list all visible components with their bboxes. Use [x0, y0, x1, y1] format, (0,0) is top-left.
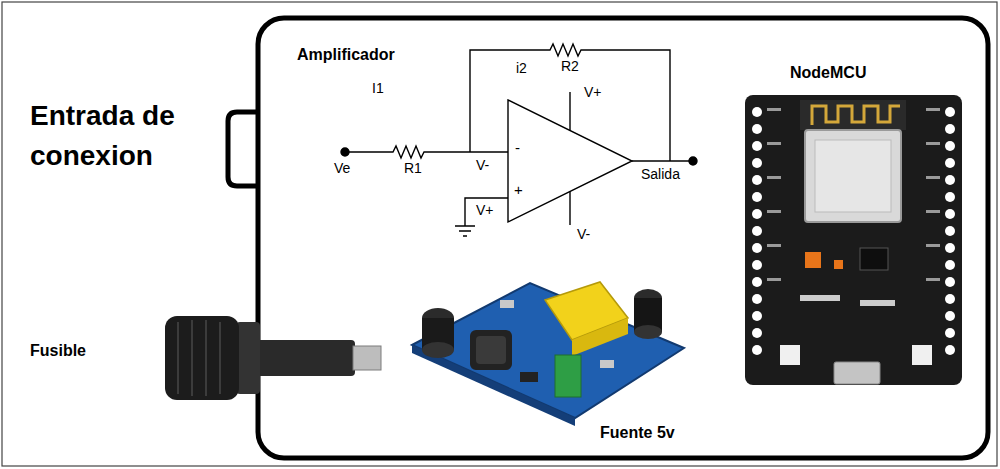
ground-wire	[465, 198, 508, 226]
signal-name: Salida	[641, 166, 680, 182]
part-label: Fuente 5v	[600, 424, 675, 442]
section-title: NodeMCU	[790, 64, 866, 82]
signal-name: Ve	[334, 160, 350, 176]
feedback-wire	[470, 44, 670, 161]
resistor-symbol	[349, 146, 508, 158]
input-label: Entrada de conexion	[30, 96, 235, 176]
signal-name: I1	[372, 80, 384, 96]
power-module	[412, 282, 684, 426]
section-title: Amplificador	[297, 46, 395, 64]
pin-sign: -	[515, 139, 520, 156]
signal-name: i2	[516, 60, 527, 76]
pin-name: V+	[476, 202, 494, 218]
pin-sign: +	[514, 181, 523, 198]
input-terminal	[341, 148, 349, 156]
pin-name: V+	[584, 84, 602, 100]
output-wire	[632, 160, 689, 161]
pin-name: V-	[577, 226, 590, 242]
ground-symbol	[455, 226, 475, 236]
enclosure-box	[258, 18, 988, 458]
fuse-holder	[165, 316, 381, 400]
amplifier-schematic	[341, 44, 697, 236]
input-connector	[228, 112, 258, 186]
part-label: Fusible	[30, 342, 86, 360]
nodemcu-board	[745, 95, 962, 385]
output-terminal	[689, 157, 697, 165]
component-name: R2	[561, 58, 579, 74]
component-name: R1	[404, 160, 422, 176]
pin-name: V-	[476, 157, 489, 173]
supply-wire	[569, 92, 570, 131]
supply-wire	[569, 191, 570, 225]
